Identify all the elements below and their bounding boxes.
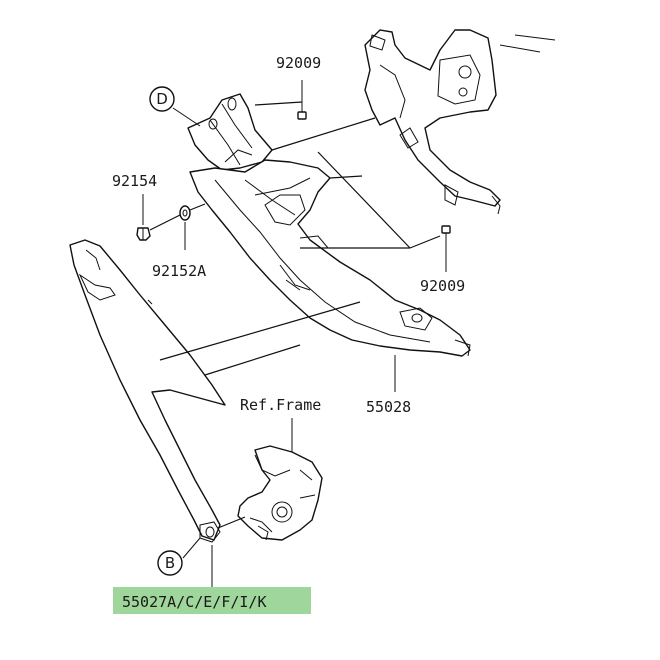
bolt-92009-top-icon [297,100,307,120]
label-92154: 92154 [112,172,157,190]
upper-bracket [187,93,273,171]
side-panel-55027 [69,239,226,543]
label-92009-top: 92009 [276,54,321,72]
callout-b-letter: B [165,554,175,572]
assembly-lines [142,80,447,588]
callout-b: B [157,550,183,576]
frame-bracket [364,29,556,215]
bolt-92154-icon [136,227,151,241]
ref-frame-bracket [237,445,323,541]
washer-92152a-icon [179,205,191,221]
label-55027: 55027A/C/E/F/I/K [122,593,267,611]
highlight-55027: 55027A/C/E/F/I/K [113,587,311,614]
label-ref-frame: Ref.Frame [240,396,321,414]
label-92009-right: 92009 [420,277,465,295]
label-55028: 55028 [366,398,411,416]
callout-d-letter: D [156,90,168,108]
lower-cowl-55028 [189,149,471,357]
label-92152a: 92152A [152,262,206,280]
callout-d: D [149,86,175,112]
bolt-92009-right-icon [441,225,451,243]
